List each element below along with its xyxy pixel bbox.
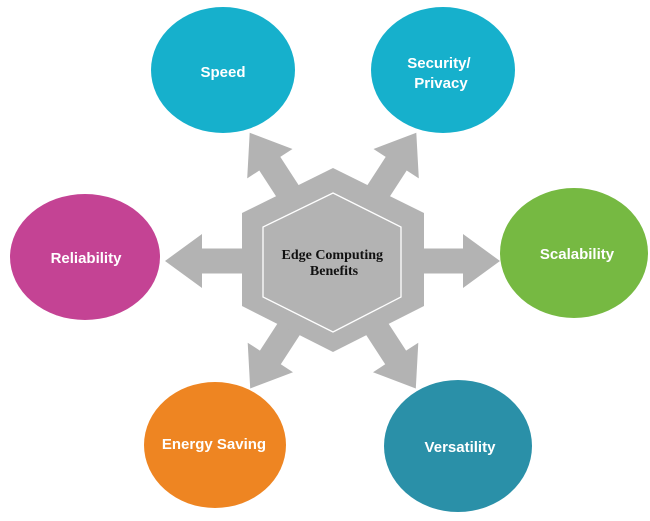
benefit-node-speed: Speed [151,7,295,133]
speed-circle [151,7,295,133]
versatility-circle [384,380,532,512]
security-privacy-label-line-1: Security/ [407,55,471,72]
speed-label-line-1: Speed [200,64,245,81]
scalability-label-line-1: Scalability [540,246,615,263]
speed-label: Speed [200,64,245,81]
energy-saving-label: Energy Saving [162,436,266,453]
benefit-node-reliability: Reliability [10,194,160,320]
center-hub: Edge Computing Benefits [242,168,424,352]
center-hexagon-inner [262,192,402,333]
security-privacy-circle [371,7,515,133]
versatility-label: Versatility [425,439,497,456]
versatility-label-line-1: Versatility [425,439,497,456]
scalability-circle [500,188,648,318]
reliability-label: Reliability [51,250,123,267]
center-label-line-1: Edge Computing [281,248,383,263]
benefit-node-security-privacy: Security/ Privacy [371,7,515,133]
center-label: Edge Computing Benefits [281,248,386,279]
reliability-label-line-1: Reliability [51,250,123,267]
center-hexagon-outer [242,168,424,352]
energy-saving-label-line-1: Energy Saving [162,436,266,453]
benefit-node-energy-saving: Energy Saving [144,382,286,508]
security-privacy-label-line-2: Privacy [414,75,468,92]
benefit-node-scalability: Scalability [500,188,648,318]
benefit-node-versatility: Versatility [384,380,532,512]
energy-saving-circle [144,382,286,508]
security-privacy-label: Security/ Privacy [407,55,475,92]
reliability-circle [10,194,160,320]
center-label-line-2: Benefits [310,264,359,279]
benefit-nodes: Speed Security/ Privacy Reliability Scal… [10,7,648,512]
scalability-label: Scalability [540,246,615,263]
